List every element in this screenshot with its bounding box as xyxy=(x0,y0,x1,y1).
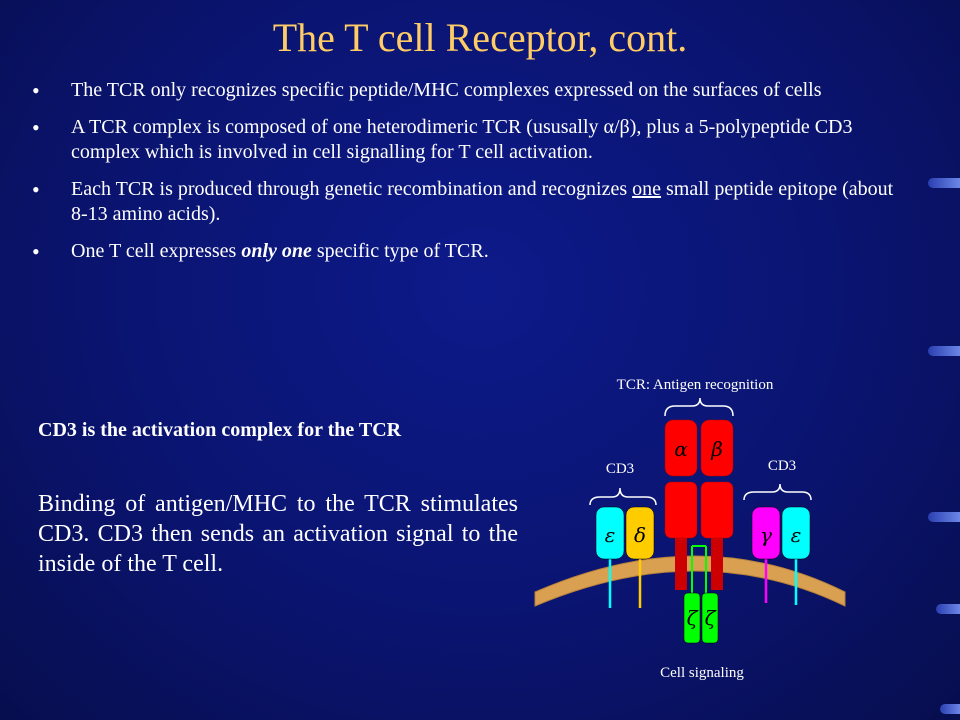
tcr-complex-diagram: TCR: Antigen recognition CD3 CD3 Cell si… xyxy=(534,377,846,681)
underlined-word: one xyxy=(632,178,662,200)
bullet-text: One T cell expresses xyxy=(71,240,242,262)
bullet-text: small peptide epitope (about 8-13 amino … xyxy=(71,178,894,225)
zeta-right-symbol: ζ xyxy=(705,606,717,630)
slide-title: The T cell Receptor, cont. xyxy=(272,15,688,60)
bullet-item: One T cell expresses only one specific t… xyxy=(30,239,910,264)
epsilon-left-symbol: ε xyxy=(605,523,616,547)
beta-symbol: β xyxy=(710,437,723,461)
gamma-symbol: γ xyxy=(760,523,772,547)
beta-constant-domain xyxy=(700,481,734,539)
cd3-right-label: CD3 xyxy=(768,458,796,474)
decorative-stripe xyxy=(940,704,960,714)
signal-label: Cell signaling xyxy=(660,665,744,681)
cd3-left-brace xyxy=(589,487,657,506)
cell-membrane xyxy=(534,555,846,607)
cd3-heading: CD3 is the activation complex for the TC… xyxy=(38,419,402,441)
zeta-left-subunit xyxy=(683,592,701,644)
decorative-stripe xyxy=(936,604,960,614)
emphasis-text: only one xyxy=(241,240,312,262)
epsilon-left-subunit xyxy=(595,506,625,560)
decorative-stripe xyxy=(928,346,960,356)
bullet-list: The TCR only recognizes specific peptide… xyxy=(30,78,910,276)
beta-transmembrane xyxy=(711,538,723,590)
alpha-constant-domain xyxy=(664,481,698,539)
zeta-right-subunit xyxy=(701,592,719,644)
bullet-text: specific type of TCR. xyxy=(311,240,489,262)
delta-symbol: δ xyxy=(634,523,646,547)
bullet-text: Each TCR is produced through genetic rec… xyxy=(71,178,633,200)
alpha-transmembrane xyxy=(675,538,687,590)
bullet-text: The TCR only recognizes specific peptide… xyxy=(71,79,822,101)
bullet-item: The TCR only recognizes specific peptide… xyxy=(30,78,910,103)
epsilon-right-subunit xyxy=(781,506,811,560)
beta-variable-domain xyxy=(700,419,734,477)
alpha-variable-domain xyxy=(664,419,698,477)
cd3-description: Binding of antigen/MHC to the TCR stimul… xyxy=(38,491,518,577)
decorative-stripe xyxy=(928,512,960,522)
bullet-item: Each TCR is produced through genetic rec… xyxy=(30,177,910,227)
alpha-symbol: α xyxy=(674,437,688,461)
gamma-subunit xyxy=(751,506,781,560)
cd3-right-brace xyxy=(743,483,812,501)
delta-subunit xyxy=(625,506,655,560)
decorative-stripe xyxy=(928,178,960,188)
zeta-left-symbol: ζ xyxy=(687,606,699,630)
cd3-left-label: CD3 xyxy=(606,461,634,477)
bullet-text: A TCR complex is composed of one heterod… xyxy=(71,116,853,163)
bullet-item: A TCR complex is composed of one heterod… xyxy=(30,115,910,165)
tcr-label: TCR: Antigen recognition xyxy=(617,377,774,393)
tcr-brace xyxy=(664,397,734,417)
epsilon-right-symbol: ε xyxy=(791,523,802,547)
